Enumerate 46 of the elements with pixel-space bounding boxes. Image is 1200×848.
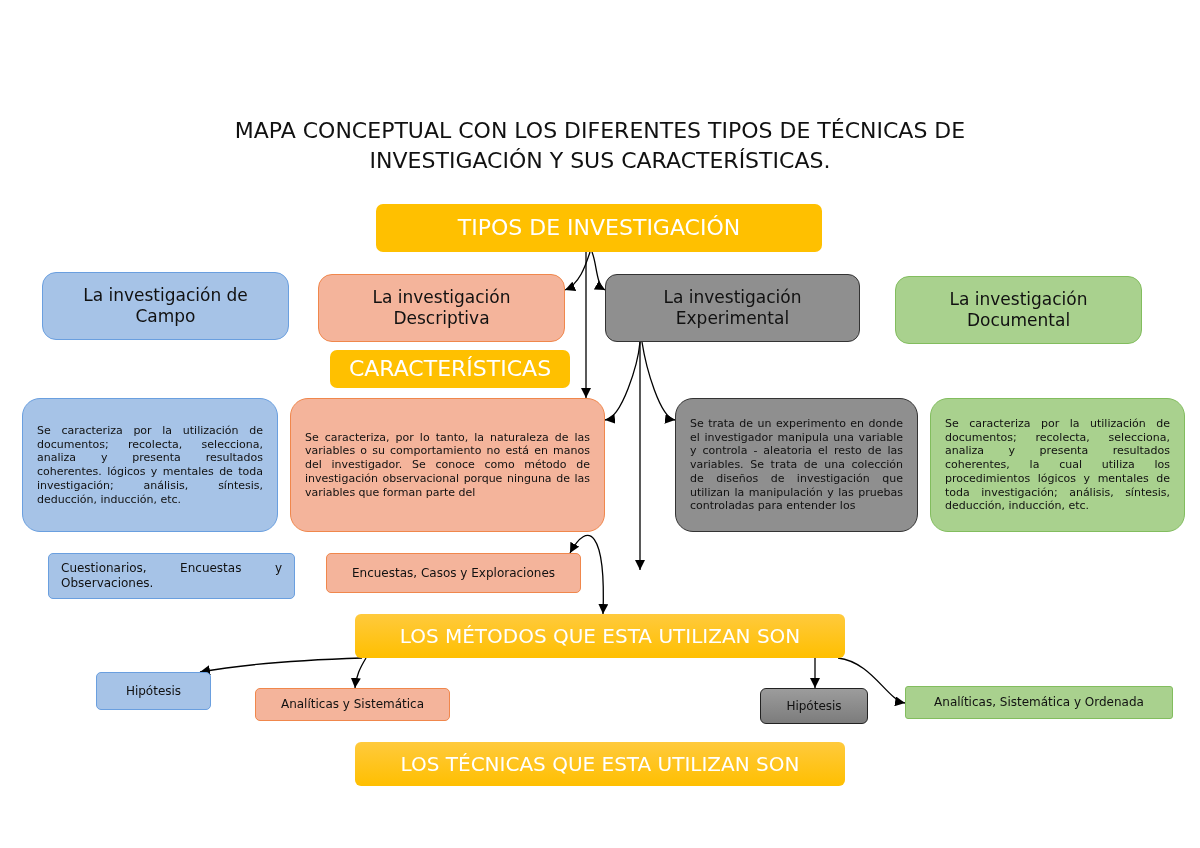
section-banner (355, 742, 845, 786)
item-box (905, 686, 1173, 719)
description-box (22, 398, 278, 532)
concept-label: La investigación Descriptiva (371, 286, 512, 330)
item-label: Hipótesis (786, 698, 842, 714)
arrow (591, 251, 606, 291)
banner-text: LOS TÉCNICAS QUE ESTA UTILIZAN SON (400, 751, 800, 777)
item-box (760, 688, 868, 724)
concept-label: La investigación de Campo (82, 284, 249, 328)
concept-label: La investigación Documental (948, 288, 1089, 332)
arrow (581, 251, 591, 399)
description-box (930, 398, 1185, 532)
section-banner (330, 350, 570, 388)
banner-text: CARACTERÍSTICAS (348, 355, 552, 383)
arrow (635, 341, 645, 571)
concept-label: La investigación Experimental (662, 286, 803, 330)
arrow (641, 341, 676, 421)
concept-box (895, 276, 1142, 344)
item-label: Encuestas, Casos y Exploraciones (351, 565, 556, 581)
diagram-title: MAPA CONCEPTUAL CON LOS DIFERENTES TIPOS DE TÉCNICAS DE INVESTIGACIÓN Y SUS CARACTERÍSTICAS. (233, 117, 967, 175)
arrow (351, 657, 367, 689)
arrow (564, 251, 591, 291)
item-label: Cuestionarios, Encuestas y Observaciones. (61, 561, 282, 591)
item-box (255, 688, 450, 721)
item-box (326, 553, 581, 593)
item-label: Hipótesis (125, 683, 182, 699)
banner-text: TIPOS DE INVESTIGACIÓN (457, 214, 741, 242)
item-label: Analíticas y Sistemática (280, 697, 425, 712)
item-box (48, 553, 295, 599)
item-box (96, 672, 211, 710)
concept-box (605, 274, 860, 342)
concept-box (318, 274, 565, 342)
description-text: Se caracteriza, por lo tanto, la naturaleza de las variables o su comportamiento no está en manos del investigador. Se conoce como método de investigación observacional porque ninguna de las variables que forman parte del (305, 430, 590, 500)
description-box (290, 398, 605, 532)
item-label: Analíticas, Sistemática y Ordenada (934, 695, 1144, 710)
description-text: Se caracteriza por la utilización de documentos; recolecta, selecciona, analiza y presenta resultados coherentes. lógicos y mentales de toda investigación; análisis, síntesis, deducción, inducción, etc. (37, 423, 263, 507)
description-box (675, 398, 918, 532)
section-banner (355, 614, 845, 658)
title-banner (376, 204, 822, 252)
arrow (837, 657, 906, 705)
description-text: Se trata de un experimento en donde el investigador manipula una variable y controla - aleatoria el resto de las variables. Se trata de una colección de diseños de investigación que utilizan la manipulación y las pruebas controladas para entender los (690, 416, 903, 514)
banner-text: LOS MÉTODOS QUE ESTA UTILIZAN SON (399, 623, 801, 649)
description-text: Se caracteriza por la utilización de documentos; recolecta, selecciona, analiza y presenta resultados coherentes, la cual utiliza los procedimientos lógicos y mentales de toda investigación; análisis, síntesis, deducción, inducción, etc. (945, 416, 1170, 514)
arrow (810, 657, 820, 689)
concept-box (42, 272, 289, 340)
double-arrow (569, 534, 609, 615)
